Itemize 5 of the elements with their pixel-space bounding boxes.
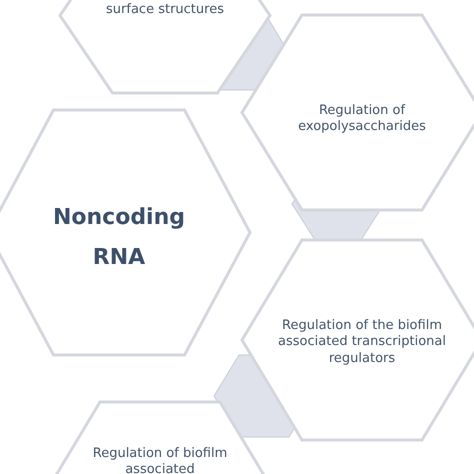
hexagon-label: Regulation of biofilm associated <box>92 446 228 474</box>
hexagon-label: surface structures <box>105 2 225 18</box>
center-title: Noncoding RNA <box>52 204 186 272</box>
hexagon-label: Regulation of the biofilm associated transcriptional regulators <box>278 318 446 367</box>
hexagon-label: Regulation of exopolysaccharides <box>297 103 427 136</box>
